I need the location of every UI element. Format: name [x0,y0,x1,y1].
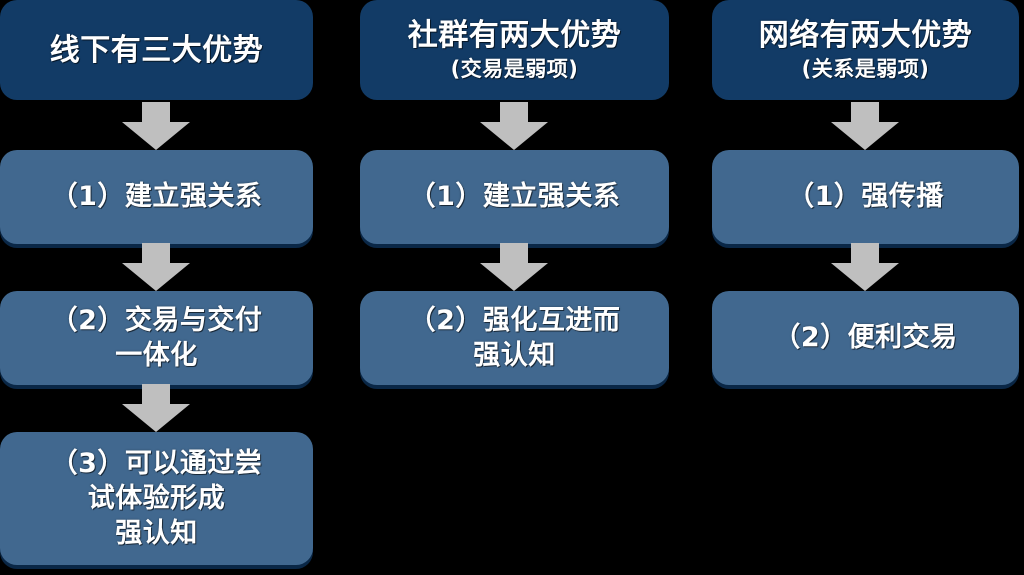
step-box-network-1[interactable]: （1）强传播 [712,150,1019,244]
step-text-wrap: （1）建立强关系 [409,179,621,214]
column-network: 网络有两大优势 (关系是弱项) （1）强传播 （2）便利交易 [712,0,1019,575]
header-title: 社群有两大优势 [407,18,622,54]
step-box-offline-3[interactable]: （3）可以通过尝 试体验形成 强认知 [0,432,313,565]
step-box-offline-2[interactable]: （2）交易与交付 一体化 [0,291,313,385]
step-box-network-2[interactable]: （2）便利交易 [712,291,1019,385]
column-community: 社群有两大优势 (交易是弱项) （1）建立强关系 （2）强化互进而 强认知 [360,0,669,575]
step-text-wrap: （2）强化互进而 强认知 [409,303,621,373]
arrow-down-icon [823,102,907,150]
header-box-network[interactable]: 网络有两大优势 (关系是弱项) [712,0,1019,100]
arrow-down-icon [114,243,198,291]
column-offline: 线下有三大优势 （1）建立强关系 （2）交易与交付 一体化 [0,0,313,575]
step-line: 试体验形成 [87,482,226,514]
header-title: 线下有三大优势 [49,32,264,68]
step-line: 一体化 [115,340,198,371]
step-line: （3）可以通过尝 [50,447,263,479]
step-line: 强认知 [473,340,556,371]
header-text-wrap: 线下有三大优势 [50,31,264,70]
header-box-offline[interactable]: 线下有三大优势 [0,0,313,100]
header-box-community[interactable]: 社群有两大优势 (交易是弱项) [360,0,669,100]
step-box-community-1[interactable]: （1）建立强关系 [360,150,669,244]
step-line: （1）强传播 [787,181,944,213]
step-text-wrap: （2）便利交易 [773,320,957,355]
step-line: 强认知 [115,518,198,550]
step-text-wrap: （1）建立强关系 [51,179,263,214]
arrow-down-icon [472,102,556,150]
arrow-down-icon [114,102,198,150]
arrow-down-icon [823,243,907,291]
step-text-wrap: （3）可以通过尝 试体验形成 强认知 [51,446,263,551]
header-subtitle: (关系是弱项) [801,57,930,82]
step-line: （2）便利交易 [773,322,958,354]
step-text-wrap: （1）强传播 [787,179,944,214]
header-subtitle: (交易是弱项) [450,57,579,82]
step-box-offline-1[interactable]: （1）建立强关系 [0,150,313,244]
arrow-down-icon [114,384,198,432]
arrow-down-icon [472,243,556,291]
step-line: （2）强化互进而 [408,304,621,336]
step-text-wrap: （2）交易与交付 一体化 [51,303,263,373]
header-text-wrap: 社群有两大优势 (交易是弱项) [408,16,622,83]
step-line: （1）建立强关系 [408,181,621,213]
step-box-community-2[interactable]: （2）强化互进而 强认知 [360,291,669,385]
step-line: （2）交易与交付 [50,304,263,336]
header-text-wrap: 网络有两大优势 (关系是弱项) [759,16,973,83]
step-line: （1）建立强关系 [50,181,263,213]
header-title: 网络有两大优势 [758,18,973,54]
